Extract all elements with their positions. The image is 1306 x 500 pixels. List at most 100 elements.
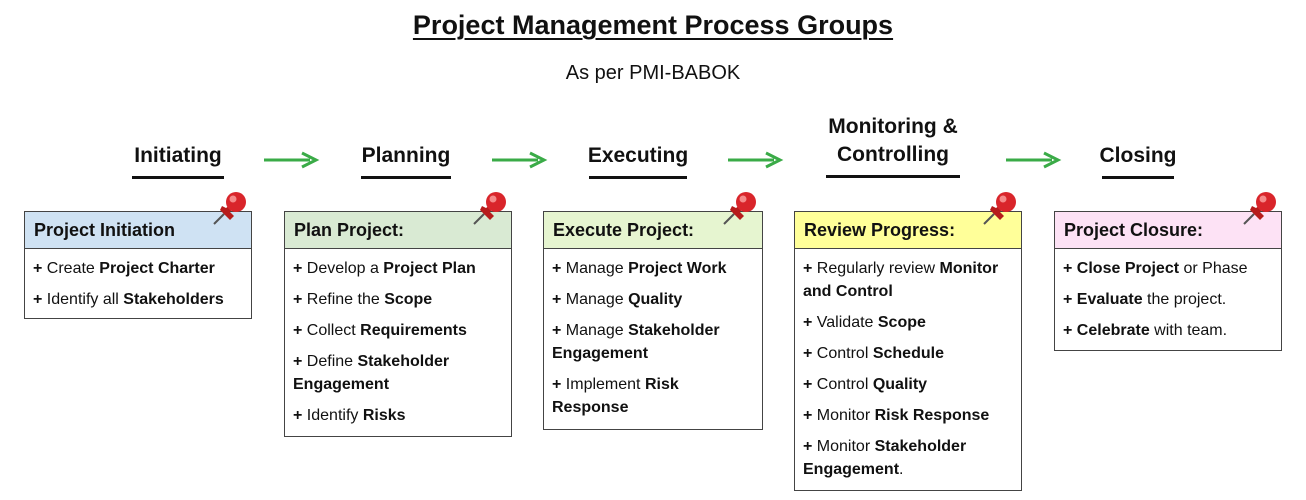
phase-label-planning: Planning (346, 142, 466, 179)
item-text: Monitor and Control (803, 260, 999, 300)
item-text: or Phase (1179, 260, 1248, 277)
list-item: + Define Stakeholder Engagement (293, 350, 503, 396)
item-text: + (293, 353, 307, 370)
diagram-subtitle: As per PMI-BABOK (565, 62, 741, 84)
item-text: + (803, 407, 817, 424)
item-text: + (552, 291, 566, 308)
item-text: Project Charter (99, 260, 215, 277)
item-text: + (803, 314, 817, 331)
phase-label-initiating: Initiating (118, 142, 238, 179)
item-text: + (293, 291, 307, 308)
phase-underline (589, 176, 687, 179)
list-item: + Evaluate the project. (1063, 288, 1273, 311)
phase-name: Planning (361, 144, 451, 167)
item-text: Identify all (46, 291, 124, 308)
item-text: Identify (306, 407, 363, 424)
item-text: + (293, 407, 307, 424)
item-text: + (803, 438, 817, 455)
item-text: Manage (565, 291, 629, 308)
item-text: Quality (872, 376, 928, 393)
process-box-closing: Project Closure: + Close Project or Phas… (1054, 211, 1282, 351)
item-text: Monitor (816, 407, 875, 424)
item-text: + (552, 322, 566, 339)
list-item: + Create Project Charter (33, 257, 243, 280)
process-box-monitoring: Review Progress: + Regularly review Moni… (794, 211, 1022, 491)
item-text: Schedule (872, 345, 944, 362)
item-text: Scope (384, 291, 433, 308)
box-items: + Manage Project Work+ Manage Quality+ M… (544, 249, 762, 433)
item-text: + (293, 322, 307, 339)
item-text: Create (46, 260, 100, 277)
list-item: + Monitor Risk Response (803, 404, 1013, 427)
process-box-initiating: Project Initiation + Create Project Char… (24, 211, 252, 319)
phase-label-closing: Closing (1078, 142, 1198, 179)
phase-underline (1102, 176, 1174, 179)
phase-name: Executing (587, 144, 689, 167)
item-text: + (33, 291, 47, 308)
list-item: + Manage Quality (552, 288, 754, 311)
item-text: Regularly review (816, 260, 940, 277)
box-title: Review Progress: (795, 212, 1021, 249)
item-text: Control (816, 376, 873, 393)
list-item: + Identify all Stakeholders (33, 288, 243, 311)
list-item: + Implement Risk Response (552, 373, 754, 419)
phase-name: Initiating (134, 144, 222, 167)
box-title: Project Closure: (1055, 212, 1281, 249)
box-title: Project Initiation (25, 212, 251, 249)
list-item: + Control Schedule (803, 342, 1013, 365)
item-text: + (1063, 291, 1077, 308)
phase-underline (361, 176, 451, 179)
list-item: + Celebrate with team. (1063, 319, 1273, 342)
phase-label-monitoring: Monitoring & Controlling (808, 113, 978, 178)
phase-underline (826, 175, 960, 178)
item-text: . (899, 461, 904, 478)
list-item: + Refine the Scope (293, 288, 503, 311)
item-text: Risk Response (874, 407, 990, 424)
item-text: + (1063, 260, 1077, 277)
phase-label-executing: Executing (573, 142, 703, 179)
box-title: Plan Project: (285, 212, 511, 249)
phase-name: Monitoring & Controlling (828, 115, 958, 166)
list-item: + Regularly review Monitor and Control (803, 257, 1013, 303)
list-item: + Develop a Project Plan (293, 257, 503, 280)
item-text: Define (306, 353, 358, 370)
list-item: + Identify Risks (293, 404, 503, 427)
list-item: + Manage Project Work (552, 257, 754, 280)
item-text: Implement (565, 376, 645, 393)
item-text: + (1063, 322, 1077, 339)
list-item: + Close Project or Phase (1063, 257, 1273, 280)
item-text: + (33, 260, 47, 277)
list-item: + Manage Stakeholder Engagement (552, 319, 754, 365)
item-text: Stakeholder Engagement (293, 353, 450, 393)
box-items: + Regularly review Monitor and Control+ … (795, 249, 1021, 495)
item-text: Quality (628, 291, 683, 308)
box-items: + Close Project or Phase + Evaluate the p… (1055, 249, 1281, 356)
item-text: Close Project (1076, 260, 1180, 277)
item-text: Manage (565, 260, 629, 277)
item-text: + (803, 260, 817, 277)
arrow-right-icon (492, 151, 548, 169)
box-title: Execute Project: (544, 212, 762, 249)
item-text: + (552, 260, 566, 277)
item-text: Refine the (306, 291, 385, 308)
item-text: + (803, 376, 817, 393)
phase-name: Closing (1099, 144, 1177, 167)
item-text: + (552, 376, 566, 393)
list-item: + Validate Scope (803, 311, 1013, 334)
item-text: Develop a (306, 260, 384, 277)
box-items: + Create Project Charter + Identify all S… (25, 249, 251, 325)
item-text: Manage (565, 322, 629, 339)
item-text: Celebrate (1076, 322, 1150, 339)
pushpin-icon (723, 192, 756, 225)
arrow-right-icon (264, 151, 320, 169)
pushpin-icon (983, 192, 1016, 225)
process-box-executing: Execute Project: + Manage Project Work + … (543, 211, 763, 430)
phase-underline (132, 176, 224, 179)
process-box-planning: Plan Project: + Develop a Project Plan + … (284, 211, 512, 437)
item-text: + (293, 260, 307, 277)
pushpin-icon (473, 192, 506, 225)
item-text: Collect (306, 322, 361, 339)
box-items: + Develop a Project Plan+ Refine the Sco… (285, 249, 511, 441)
arrow-right-icon (728, 151, 784, 169)
item-text: Risk Response (552, 376, 679, 416)
